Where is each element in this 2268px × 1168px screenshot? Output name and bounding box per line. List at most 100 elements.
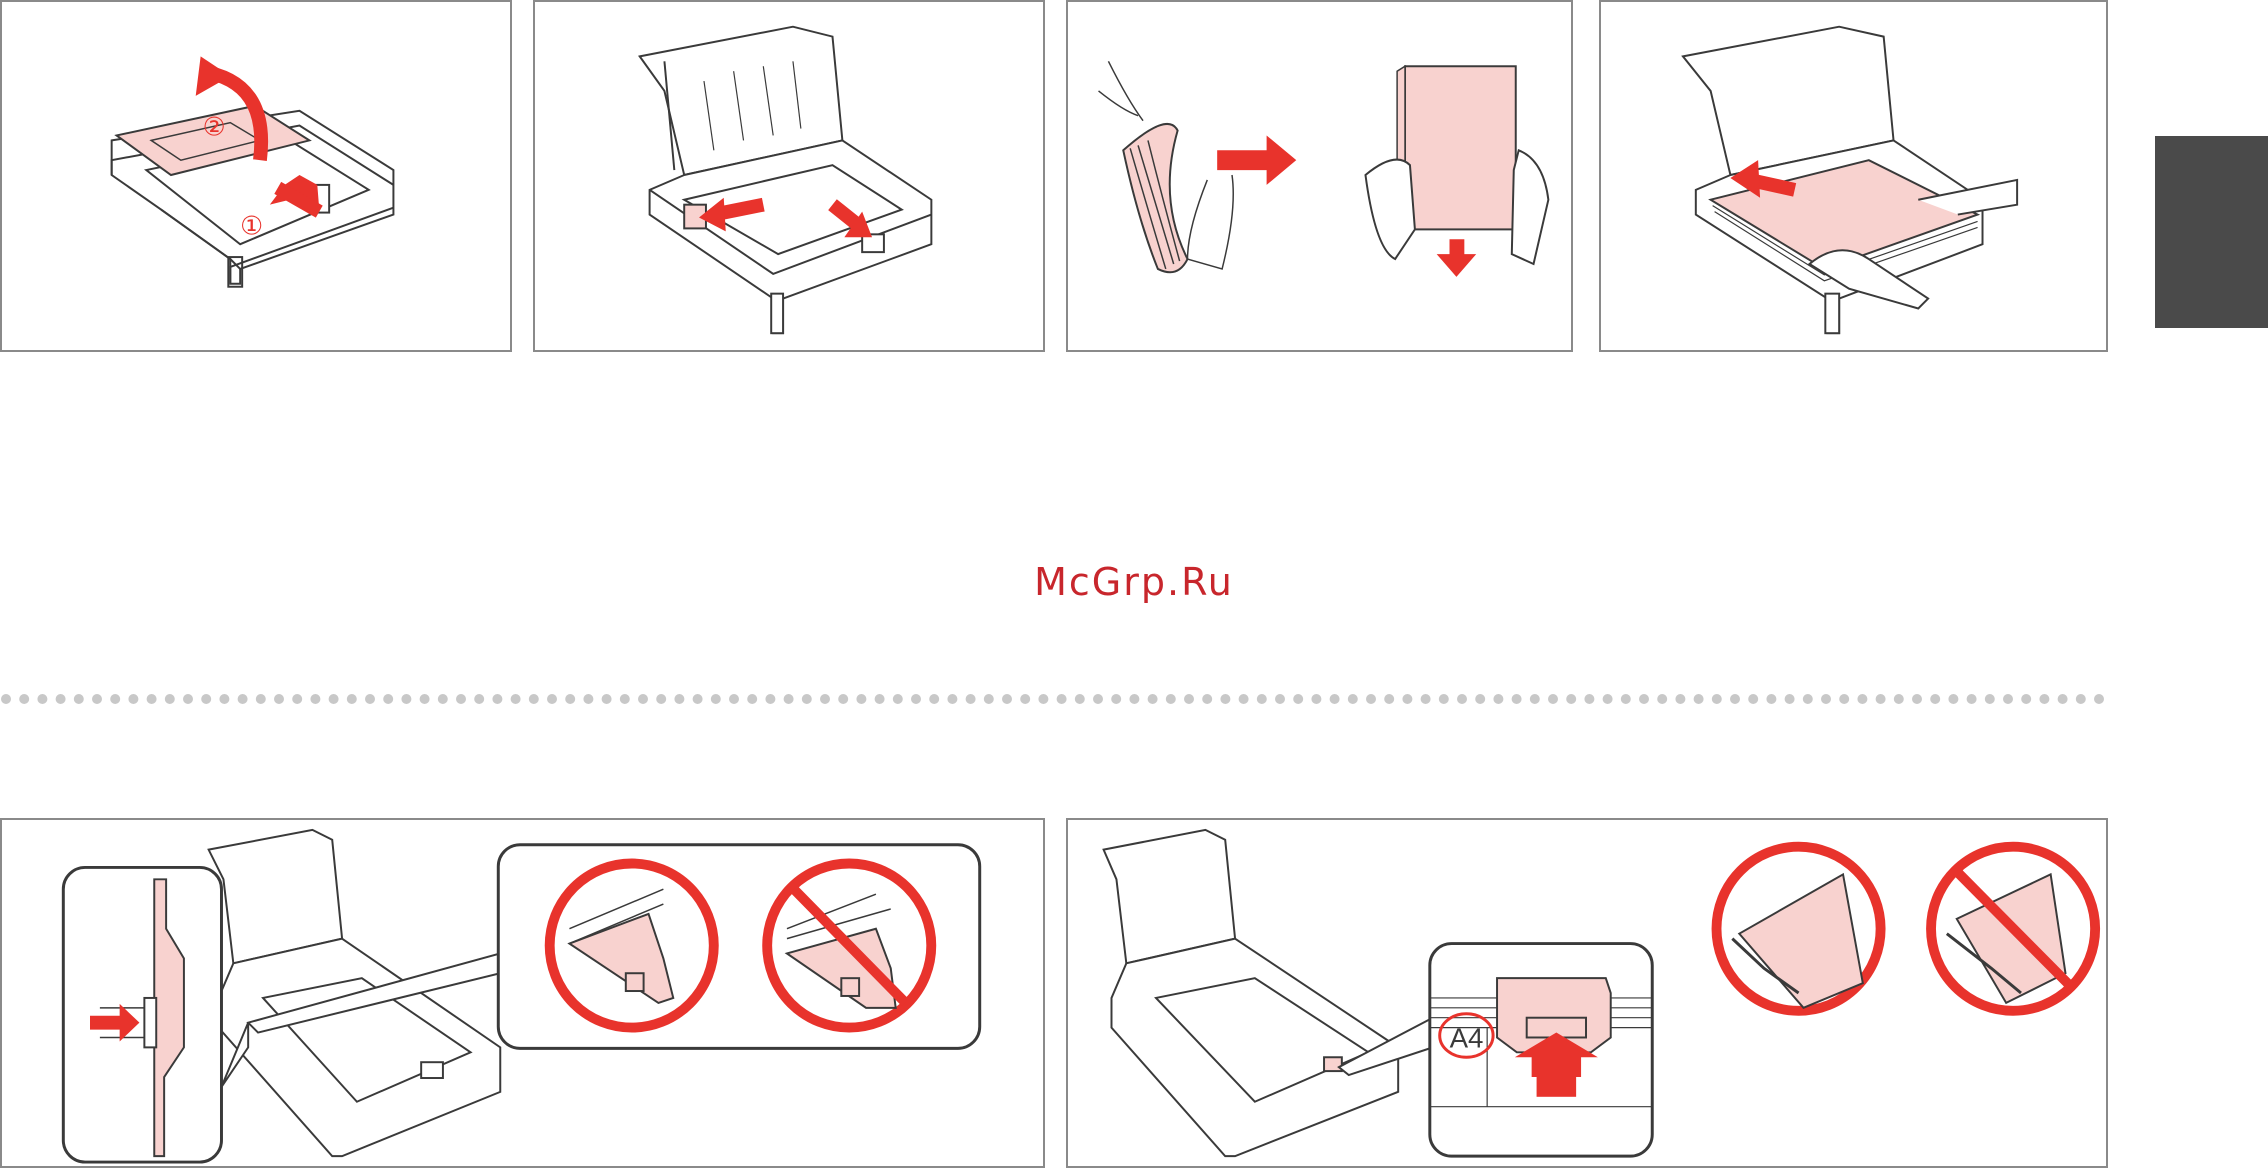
separator-dot	[1912, 694, 1922, 704]
separator-dot	[474, 694, 484, 704]
separator-dot	[310, 694, 320, 704]
separator-dot	[893, 694, 903, 704]
separator-dot	[1148, 694, 1158, 704]
tray-guides-illustration	[535, 2, 1043, 350]
separator-dot	[1803, 694, 1813, 704]
separator-dot	[274, 694, 284, 704]
separator-dot	[201, 694, 211, 704]
separator-dot	[656, 694, 666, 704]
separator-dot	[1475, 694, 1485, 704]
separator-dot	[875, 694, 885, 704]
separator-dot	[347, 694, 357, 704]
separator-dot	[74, 694, 84, 704]
separator-dot	[693, 694, 703, 704]
separator-dot	[383, 694, 393, 704]
paper-size-label: A4	[1450, 1022, 1484, 1053]
separator-dot	[929, 694, 939, 704]
separator-dot	[1839, 694, 1849, 704]
separator-dot	[1530, 694, 1540, 704]
separator-dot	[1020, 694, 1030, 704]
separator-dot	[1857, 694, 1867, 704]
separator-dot	[1821, 694, 1831, 704]
separator-dot	[2021, 694, 2031, 704]
separator-dot	[401, 694, 411, 704]
separator-dot	[583, 694, 593, 704]
step-panel-open-tray: ② ①	[0, 0, 512, 352]
separator-dot	[1967, 694, 1977, 704]
separator-dot	[110, 694, 120, 704]
separator-dot	[2094, 694, 2104, 704]
separator-dot	[1785, 694, 1795, 704]
separator-dot	[1985, 694, 1995, 704]
separator-dot	[92, 694, 102, 704]
separator-dot	[1330, 694, 1340, 704]
separator-dot	[1257, 694, 1267, 704]
load-paper-illustration	[1601, 2, 2106, 350]
separator-dot	[1421, 694, 1431, 704]
separator-dot	[1293, 694, 1303, 704]
separator-dot	[2076, 694, 2086, 704]
separator-dot	[984, 694, 994, 704]
separator-dot	[1402, 694, 1412, 704]
separator-dot	[784, 694, 794, 704]
separator-dot	[1621, 694, 1631, 704]
section-tab	[2155, 136, 2268, 328]
separator-dot	[2003, 694, 2013, 704]
separator-dot	[1493, 694, 1503, 704]
separator-dot	[1712, 694, 1722, 704]
separator-dot	[165, 694, 175, 704]
separator-dot	[820, 694, 830, 704]
separator-dot	[365, 694, 375, 704]
separator-dot	[602, 694, 612, 704]
separator-dot	[1366, 694, 1376, 704]
step-panel-paper-size-mark: A4	[1066, 818, 2108, 1168]
separator-dot	[219, 694, 229, 704]
separator-dot	[238, 694, 248, 704]
separator-dot	[456, 694, 466, 704]
separator-dot	[1657, 694, 1667, 704]
separator-dot	[1748, 694, 1758, 704]
separator-dot	[256, 694, 266, 704]
step-label-one: ①	[240, 211, 263, 241]
separator-dot	[1766, 694, 1776, 704]
separator-dot	[856, 694, 866, 704]
watermark: McGrp.Ru	[0, 560, 2268, 604]
separator-dot	[1675, 694, 1685, 704]
edge-guide-illustration	[2, 820, 1043, 1166]
separator-dot	[1111, 694, 1121, 704]
separator-dot	[511, 694, 521, 704]
separator-dot	[1311, 694, 1321, 704]
separator-dot	[1, 694, 11, 704]
separator-dot	[838, 694, 848, 704]
separator-dot	[711, 694, 721, 704]
separator-dot	[1166, 694, 1176, 704]
separator-dot	[1694, 694, 1704, 704]
separator-dot	[1075, 694, 1085, 704]
separator-dot	[802, 694, 812, 704]
separator-dot	[747, 694, 757, 704]
separator-dot	[1566, 694, 1576, 704]
separator-dot	[438, 694, 448, 704]
paper-size-illustration: A4	[1068, 820, 2106, 1166]
separator-dot	[729, 694, 739, 704]
separator-dot	[1129, 694, 1139, 704]
separator-dot	[1202, 694, 1212, 704]
separator-dot	[966, 694, 976, 704]
separator-dot	[1876, 694, 1886, 704]
separator-dot	[1930, 694, 1940, 704]
separator-dot	[2039, 694, 2049, 704]
separator-dot	[1239, 694, 1249, 704]
separator-dot	[329, 694, 339, 704]
separator-dot	[1038, 694, 1048, 704]
separator-dot	[1002, 694, 1012, 704]
separator-dot	[1384, 694, 1394, 704]
separator-dot	[1639, 694, 1649, 704]
separator-dot	[2058, 694, 2068, 704]
separator-dot	[1184, 694, 1194, 704]
separator-dot	[1093, 694, 1103, 704]
separator-dot	[1548, 694, 1558, 704]
step-panel-slide-guides	[533, 0, 1045, 352]
separator-dot	[1057, 694, 1067, 704]
separator-dot	[147, 694, 157, 704]
separator-dot	[492, 694, 502, 704]
